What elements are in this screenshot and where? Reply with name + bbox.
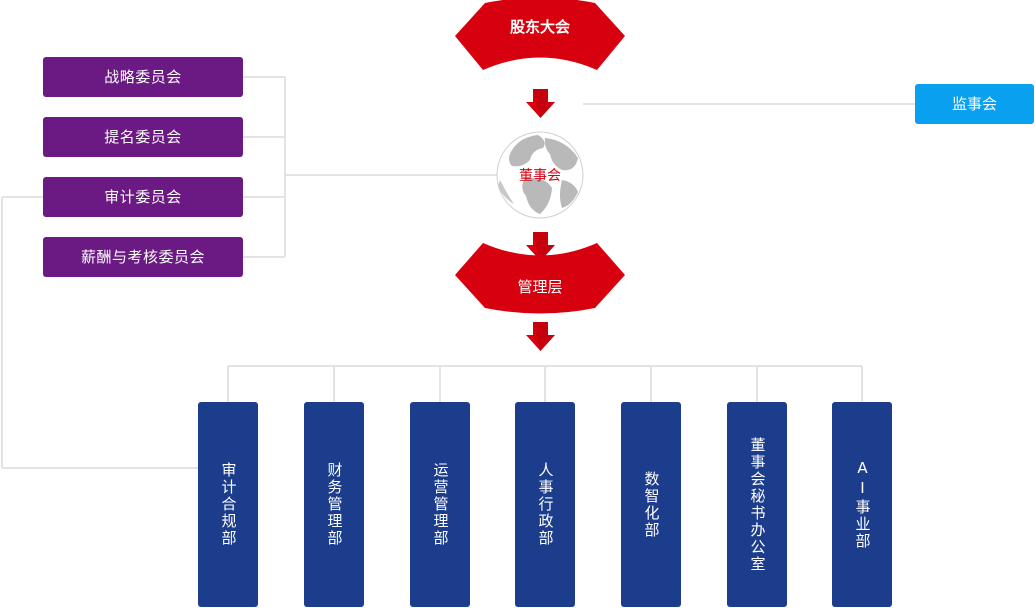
management-banner: 管理层	[455, 243, 625, 314]
down-arrow-icon	[526, 89, 555, 118]
dept-board-secretary-office[interactable]: 董事会秘书办公室	[727, 402, 787, 607]
dept-hr-admin[interactable]: 人事行政部	[515, 402, 575, 607]
dept-audit-compliance[interactable]: 审计合规部	[198, 402, 258, 607]
dept-label: 财务管理部	[325, 462, 344, 547]
supervisory-board-box[interactable]: 监事会	[915, 84, 1034, 124]
dept-label: AI事业部	[853, 459, 872, 550]
committee-label: 战略委员会	[104, 68, 182, 86]
supervisory-board-label: 监事会	[951, 95, 997, 113]
dept-label: 审计合规部	[219, 462, 238, 547]
committee-label: 提名委员会	[104, 128, 182, 146]
dept-label: 董事会秘书办公室	[748, 436, 767, 573]
shareholders-banner: 股东大会	[455, 0, 625, 70]
down-arrow-icon	[526, 322, 555, 351]
board-label: 董事会	[519, 168, 561, 184]
dept-finance[interactable]: 财务管理部	[304, 402, 364, 607]
dept-ai-business[interactable]: AI事业部	[832, 402, 892, 607]
committee-label: 薪酬与考核委员会	[80, 248, 205, 266]
committee-label: 审计委员会	[104, 188, 182, 206]
committee-strategy[interactable]: 战略委员会	[43, 57, 243, 97]
dept-label: 人事行政部	[536, 462, 555, 547]
globe-icon	[496, 131, 584, 219]
committee-nomination[interactable]: 提名委员会	[43, 117, 243, 157]
shareholders-label: 股东大会	[510, 18, 570, 36]
down-arrow-icon	[526, 232, 555, 261]
management-label: 管理层	[517, 278, 562, 296]
committee-audit[interactable]: 审计委员会	[43, 177, 243, 217]
dept-operations[interactable]: 运营管理部	[410, 402, 470, 607]
dept-digital[interactable]: 数智化部	[621, 402, 681, 607]
committee-compensation[interactable]: 薪酬与考核委员会	[43, 237, 243, 277]
dept-label: 数智化部	[642, 470, 661, 539]
dept-label: 运营管理部	[431, 462, 450, 547]
